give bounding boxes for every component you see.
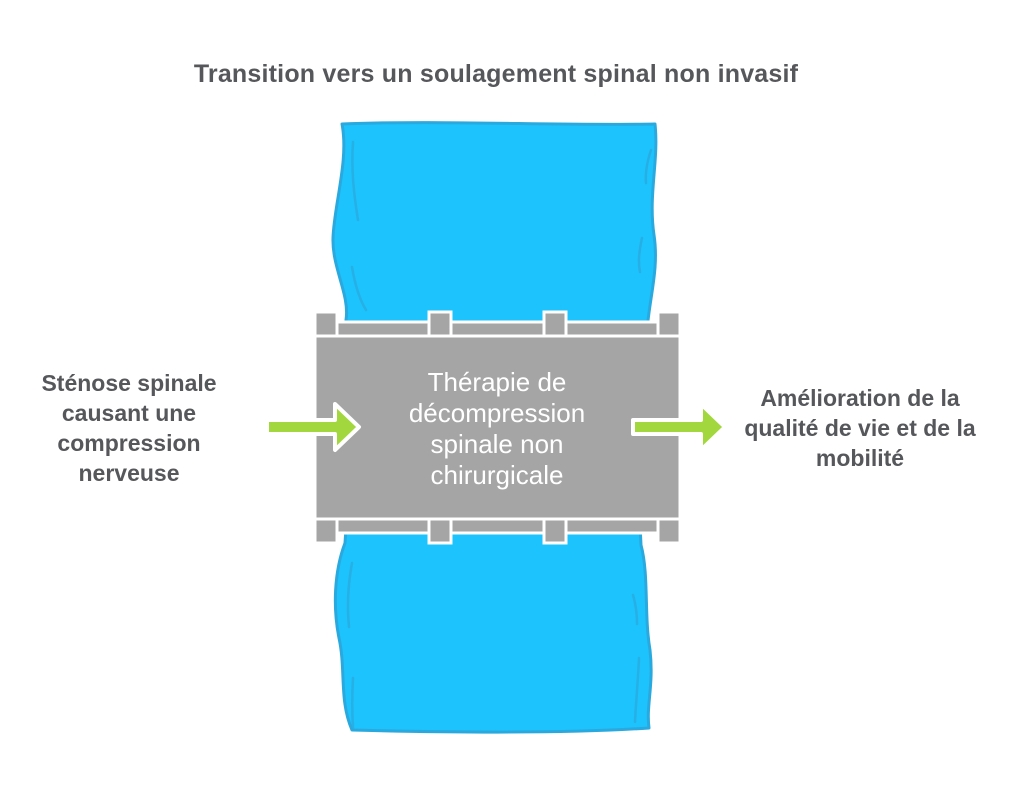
device-tab bbox=[313, 516, 339, 545]
device-tab bbox=[542, 310, 568, 339]
flow-arrows bbox=[265, 402, 727, 452]
device-tab bbox=[427, 310, 453, 339]
device-label: Thérapie de décompression spinale non ch… bbox=[408, 367, 586, 490]
spine-band-fold-lines bbox=[346, 140, 653, 730]
fold-line bbox=[351, 676, 355, 730]
diagram-title: Transition vers un soulagement spinal no… bbox=[193, 60, 799, 88]
fold-line bbox=[631, 593, 639, 626]
left-stage-label: Sténose spinale causant une compression … bbox=[41, 370, 217, 486]
right-arrow-icon bbox=[631, 402, 727, 452]
device-body bbox=[313, 334, 682, 521]
fold-line bbox=[351, 140, 360, 222]
device-bottom-rail bbox=[312, 517, 684, 535]
device-top-rail bbox=[312, 320, 684, 338]
device-tab bbox=[313, 310, 339, 339]
device-tab bbox=[542, 516, 568, 545]
fold-line bbox=[346, 561, 354, 629]
fold-line bbox=[644, 148, 653, 185]
left-arrow-icon bbox=[265, 402, 361, 452]
device-tab bbox=[656, 310, 682, 339]
device-tab bbox=[427, 516, 453, 545]
decompression-device bbox=[312, 310, 684, 545]
device-tab bbox=[656, 516, 682, 545]
fold-line bbox=[633, 656, 641, 724]
right-stage-label: Amélioration de la qualité de vie et de … bbox=[744, 385, 976, 471]
fold-line bbox=[350, 265, 368, 312]
fold-line bbox=[637, 236, 644, 274]
